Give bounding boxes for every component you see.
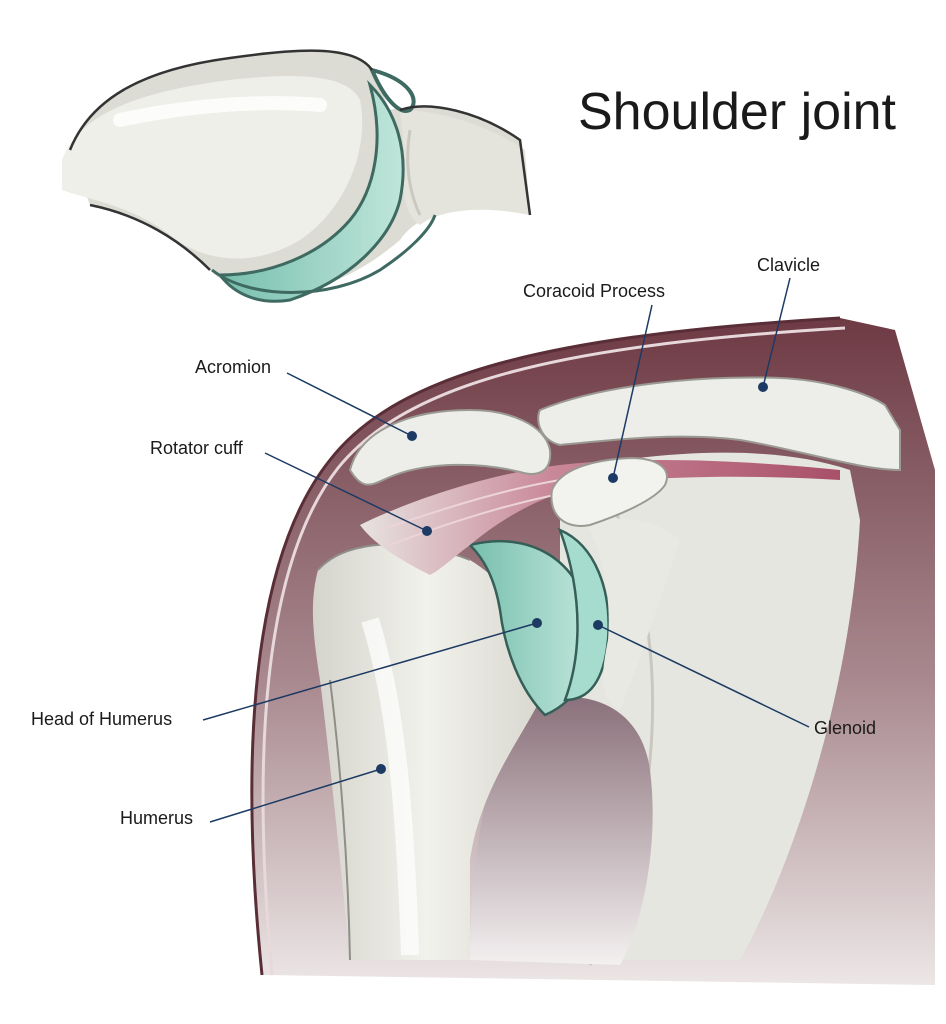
dot-acromion — [407, 431, 417, 441]
dot-head-of-humerus — [532, 618, 542, 628]
label-coracoid-process: Coracoid Process — [523, 281, 666, 301]
label-acromion: Acromion — [195, 357, 272, 377]
shoulder-main — [250, 316, 935, 985]
leader-humerus — [209, 768, 382, 823]
leader-glenoid — [597, 624, 810, 728]
leader-acromion — [286, 372, 413, 437]
leader-coracoid — [612, 304, 653, 479]
leader-lines — [202, 277, 810, 823]
inset-joint-closeup — [62, 49, 532, 303]
label-head-of-humerus: Head of Humerus — [31, 709, 173, 729]
dot-glenoid — [593, 620, 603, 630]
dot-coracoid — [608, 473, 618, 483]
dot-clavicle — [758, 382, 768, 392]
label-humerus: Humerus — [120, 808, 194, 828]
leader-rotator-cuff — [264, 452, 428, 532]
leader-clavicle — [762, 277, 791, 388]
dot-rotator-cuff — [422, 526, 432, 536]
label-clavicle: Clavicle — [757, 255, 821, 275]
label-rotator-cuff: Rotator cuff — [150, 438, 243, 458]
diagram-title: Shoulder joint — [578, 83, 896, 141]
dot-humerus — [376, 764, 386, 774]
leader-head-of-humerus — [202, 622, 538, 721]
label-glenoid: Glenoid — [814, 718, 877, 738]
